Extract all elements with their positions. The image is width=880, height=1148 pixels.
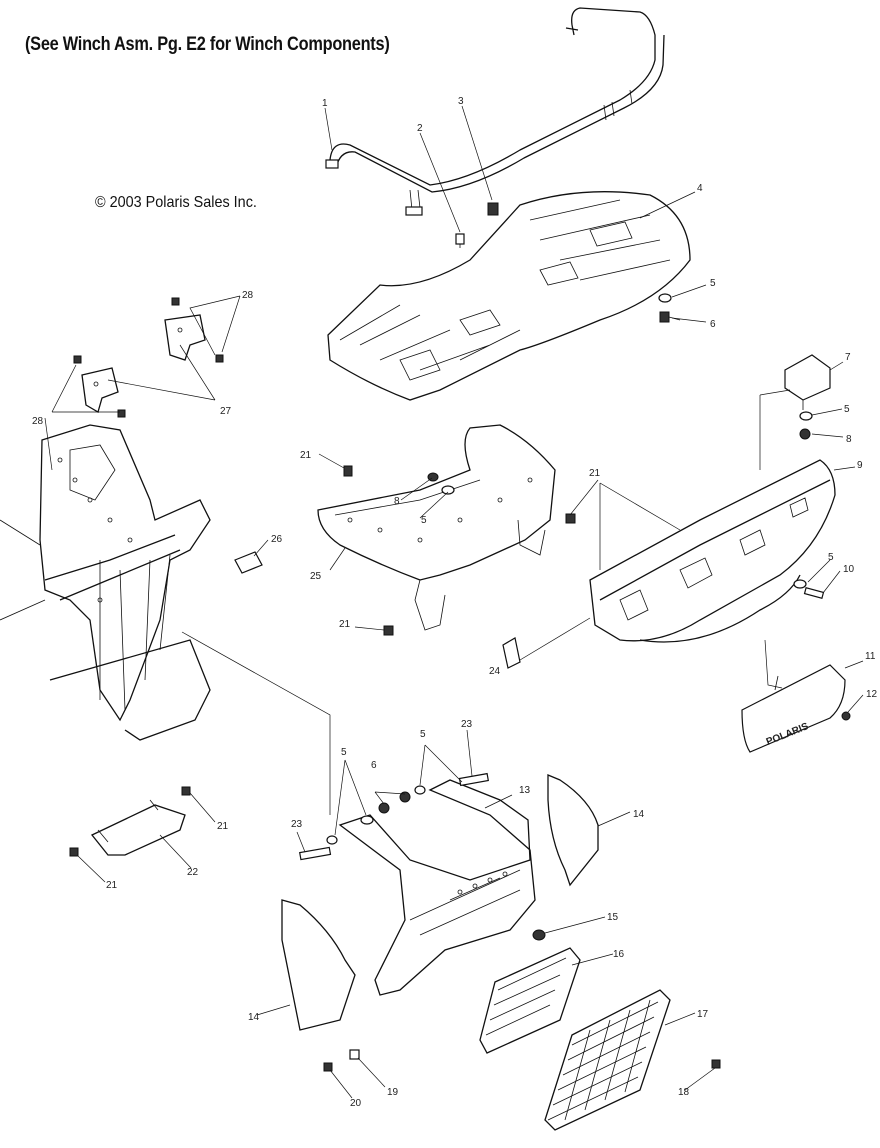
frame-assembly xyxy=(0,424,211,741)
nut-part-15 xyxy=(532,929,546,941)
callout-11: 11 xyxy=(865,651,876,662)
grille-mesh-part-17 xyxy=(544,989,671,1131)
callout-28a: 28 xyxy=(242,290,254,301)
screw-part-21e xyxy=(69,847,79,857)
callout-21a: 21 xyxy=(300,450,312,461)
callout-14b: 14 xyxy=(248,1012,260,1023)
callout-5f: 5 xyxy=(341,747,347,758)
leader-lines xyxy=(44,105,864,1099)
nut-part-6b xyxy=(378,791,411,814)
callout-2: 2 xyxy=(417,123,423,134)
screw-part-21c xyxy=(383,625,394,636)
logo-plate-part-11: POLARIS xyxy=(741,664,846,753)
callout-5d: 5 xyxy=(421,515,427,526)
callout-19: 19 xyxy=(387,1087,399,1098)
copyright-notice: © 2003 Polaris Sales Inc. xyxy=(95,194,257,211)
callout-21c: 21 xyxy=(339,619,351,630)
diagram-title: (See Winch Asm. Pg. E2 for Winch Compone… xyxy=(25,34,390,55)
washer-part-5c xyxy=(793,579,807,589)
nut-part-3 xyxy=(487,202,499,216)
washer-part-5 xyxy=(658,293,672,303)
callout-7: 7 xyxy=(845,352,851,363)
screw-part-21b xyxy=(565,513,576,524)
bolt-part-2 xyxy=(455,233,465,248)
callout-20: 20 xyxy=(350,1098,362,1109)
screw-part-18 xyxy=(711,1059,721,1069)
bolt-part-10 xyxy=(803,587,825,599)
callout-10: 10 xyxy=(843,564,855,575)
bolt-part-23b xyxy=(299,846,332,861)
callout-21b: 21 xyxy=(589,468,601,479)
clip-part-19 xyxy=(349,1049,360,1060)
callout-5b: 5 xyxy=(844,404,850,415)
callout-21e: 21 xyxy=(106,880,118,891)
decal-part-24 xyxy=(502,637,521,669)
callout-28b: 28 xyxy=(32,416,44,427)
skid-bracket-part-22 xyxy=(90,799,186,856)
callout-5c: 5 xyxy=(828,552,834,563)
callout-9: 9 xyxy=(857,460,863,471)
callout-22: 22 xyxy=(187,867,199,878)
washer-part-5b xyxy=(799,411,813,421)
callout-24: 24 xyxy=(489,666,501,677)
washer-part-5f xyxy=(414,785,426,795)
clip-part-26 xyxy=(234,551,263,574)
rack-support-part-25 xyxy=(317,424,556,631)
callout-23b: 23 xyxy=(291,819,303,830)
washer-part-5d xyxy=(441,485,455,495)
washer-part-5e xyxy=(326,815,374,845)
rack-rail-part-1 xyxy=(325,7,665,216)
callout-21d: 21 xyxy=(217,821,229,832)
grille-frame-part-16 xyxy=(479,947,581,1054)
nut-part-8a xyxy=(799,428,811,440)
callout-6a: 6 xyxy=(710,319,716,330)
bracket-part-27a xyxy=(164,314,206,361)
callout-25: 25 xyxy=(310,571,322,582)
bracket-part-27b xyxy=(81,367,119,413)
front-bumper-part-9 xyxy=(589,459,836,643)
callout-17: 17 xyxy=(697,1009,709,1020)
callout-3: 3 xyxy=(458,96,464,107)
callout-6b: 6 xyxy=(371,760,377,771)
callout-4: 4 xyxy=(697,183,703,194)
callout-15: 15 xyxy=(607,912,619,923)
callout-8b: 8 xyxy=(394,496,400,507)
callout-numbers: 1 2 3 4 5 6 7 5 8 9 5 10 11 12 28 28 27 … xyxy=(32,96,878,1109)
side-panel-part-14b xyxy=(281,899,356,1031)
callout-18: 18 xyxy=(678,1087,690,1098)
callout-12: 12 xyxy=(866,689,878,700)
callout-5a: 5 xyxy=(710,278,716,289)
screw-part-12 xyxy=(841,711,851,721)
light-part-7 xyxy=(784,354,831,410)
side-panel-part-14a xyxy=(547,774,599,887)
screw-part-28 xyxy=(73,297,224,418)
callout-27: 27 xyxy=(220,406,232,417)
screw-part-21a xyxy=(343,465,353,477)
bolt-part-6 xyxy=(659,311,681,323)
callout-13: 13 xyxy=(519,785,531,796)
lower-bumper-part-13 xyxy=(338,779,536,996)
rack-plate-part-4 xyxy=(327,191,691,401)
callout-5e: 5 xyxy=(420,729,426,740)
callout-26: 26 xyxy=(271,534,283,545)
callout-23a: 23 xyxy=(461,719,473,730)
callout-16: 16 xyxy=(613,949,625,960)
callout-14a: 14 xyxy=(633,809,645,820)
screw-part-21d xyxy=(181,786,191,796)
callout-1: 1 xyxy=(322,98,328,109)
bolt-part-23a xyxy=(458,772,490,787)
callout-8a: 8 xyxy=(846,434,852,445)
screw-part-20 xyxy=(323,1062,333,1072)
